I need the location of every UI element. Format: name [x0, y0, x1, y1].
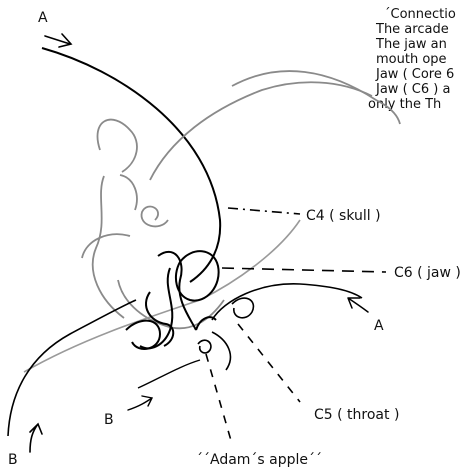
arrow-b-mid [128, 396, 152, 410]
note-line-4: mouth ope [376, 52, 447, 67]
leader-c4 [228, 208, 300, 214]
notes-block: ´Connectio The arcade The jaw an mouth o… [368, 7, 456, 112]
label-c4: C4 ( skull ) [306, 208, 381, 224]
note-line-1: ´Connectio [384, 7, 456, 22]
label-c6: C6 ( jaw ) [394, 265, 461, 281]
note-line-6: Jaw ( C6 ) a [375, 82, 450, 97]
note-line-7: only the Th [368, 97, 441, 112]
label-a-top: A [38, 10, 48, 26]
label-adams-apple: ´´Adam´s apple´´ [196, 452, 322, 468]
arrow-a-right [348, 298, 368, 312]
arrow-b-bottom [30, 424, 42, 452]
label-b-bottom-left: B [8, 452, 18, 468]
skull-form [82, 71, 400, 328]
label-b-mid: B [104, 412, 114, 428]
note-line-3: The jaw an [375, 37, 447, 52]
note-line-2: The arcade [375, 22, 449, 37]
jaw-form [126, 251, 219, 349]
arrow-a-top [45, 34, 71, 47]
neck-line-b [8, 300, 136, 436]
label-a-right: A [374, 318, 384, 334]
throat-line-b [138, 360, 200, 388]
note-line-5: Jaw ( Core 6 [375, 67, 454, 82]
label-c5: C5 ( throat ) [314, 407, 399, 423]
throat-form [198, 284, 362, 370]
leader-c5 [238, 324, 300, 402]
